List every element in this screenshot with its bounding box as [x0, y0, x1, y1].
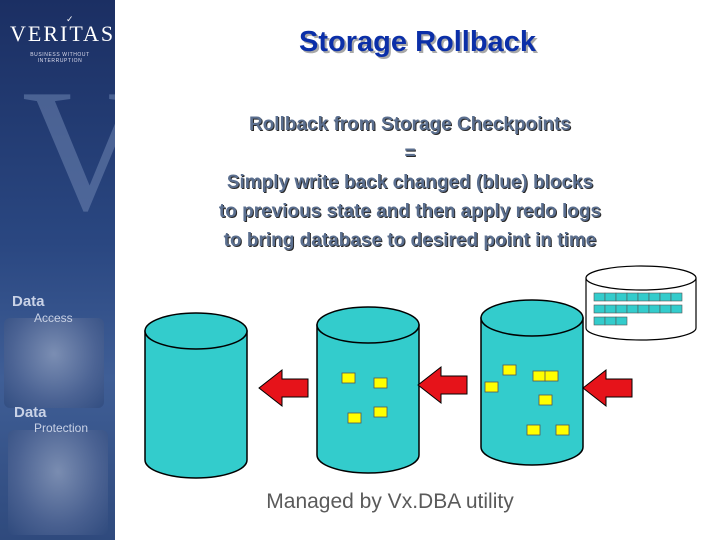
changed-block [502, 364, 517, 376]
database-cylinder-checkpoint-2 [480, 299, 584, 466]
slide-body: Rollback from Storage Checkpoints = Simp… [140, 110, 680, 255]
section-sub-protection: Protection [34, 421, 89, 435]
changed-block [532, 370, 547, 382]
changed-block [373, 377, 388, 389]
body-line-5: to bring database to desired point in ti… [223, 230, 597, 251]
sidebar: V ✓ VERITAS BUSINESS WITHOUT INTERRUPTIO… [0, 0, 115, 540]
changed-block [538, 394, 553, 406]
changed-block [373, 406, 388, 418]
body-line-3: Simply write back changed (blue) blocks [226, 172, 594, 193]
arrow-left-icon [417, 365, 468, 405]
logo-wordmark: VERITAS [10, 21, 115, 46]
body-line-4: to previous state and then apply redo lo… [218, 201, 602, 222]
changed-block [347, 412, 362, 424]
arrow-left-icon [582, 368, 633, 408]
changed-block [526, 424, 541, 436]
changed-block [555, 424, 570, 436]
logo-tagline: BUSINESS WITHOUT INTERRUPTION [30, 52, 90, 64]
section-label-data-protection: Data [14, 404, 47, 421]
body-line-1: Rollback from Storage Checkpoints [248, 114, 571, 135]
changed-block [484, 381, 499, 393]
redo-log-blocks [593, 292, 683, 326]
database-cylinder-checkpoint [316, 306, 420, 474]
changed-block [341, 372, 356, 384]
section-sub-access: Access [34, 311, 73, 325]
footer-note: Managed by Vx.DBA utility [266, 490, 514, 513]
slide-title: Storage Rollback [299, 26, 536, 58]
data-protection-photo [8, 430, 108, 535]
body-line-2: = [404, 143, 416, 164]
veritas-logo: ✓ VERITAS BUSINESS WITHOUT INTERRUPTION [10, 14, 115, 64]
arrow-left-icon [258, 368, 309, 408]
changed-block [544, 370, 559, 382]
redo-log-cylinder [585, 265, 697, 341]
section-label-data-access: Data [12, 293, 45, 310]
logo-check-icon: ✓ [66, 14, 74, 24]
database-cylinder-current [144, 312, 248, 479]
logo-v-watermark: V [22, 53, 115, 247]
data-access-photo [4, 318, 104, 408]
